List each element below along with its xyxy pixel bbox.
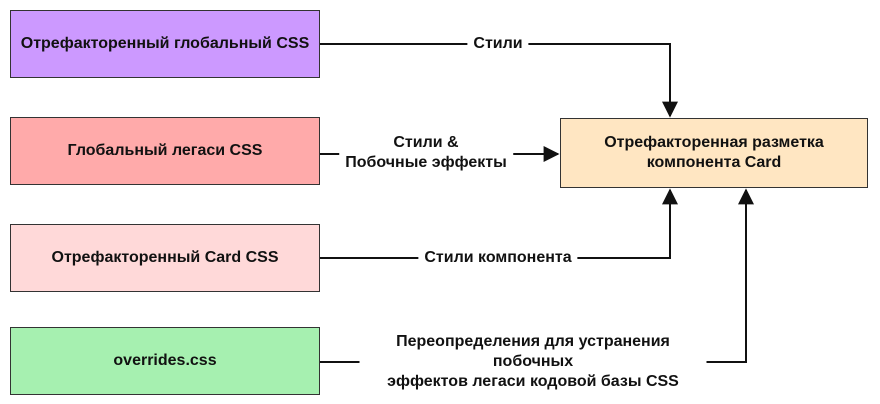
- node-refactored-global-css-label: Отрефакторенный глобальный CSS: [20, 35, 310, 52]
- node-refactored-card-css-label: Отрефакторенный Card CSS: [51, 249, 279, 266]
- edge-component-styles-label: Стили компонента: [418, 248, 578, 268]
- node-global-legacy-css-label: Глобальный легаси CSS: [67, 142, 263, 159]
- node-overrides-css: overrides.css: [10, 327, 320, 395]
- node-overrides-css-label: overrides.css: [113, 352, 217, 369]
- node-refactored-card-markup: Отрефакторенная разметка компонента Card: [560, 118, 868, 188]
- node-refactored-card-css: Отрефакторенный Card CSS: [10, 224, 320, 292]
- edge-styles-line: [320, 43, 678, 118]
- node-refactored-global-css: Отрефакторенный глобальный CSS: [10, 10, 320, 78]
- node-global-legacy-css: Глобальный легаси CSS: [10, 117, 320, 185]
- edge-styles-label: Стили: [467, 34, 529, 54]
- node-refactored-card-markup-label: Отрефакторенная разметка компонента Card: [604, 134, 824, 171]
- edge-styles-side-effects-label: Стили & Побочные эффекты: [339, 133, 513, 173]
- edge-overrides-label: Переопределения для устранения побочных …: [359, 332, 707, 392]
